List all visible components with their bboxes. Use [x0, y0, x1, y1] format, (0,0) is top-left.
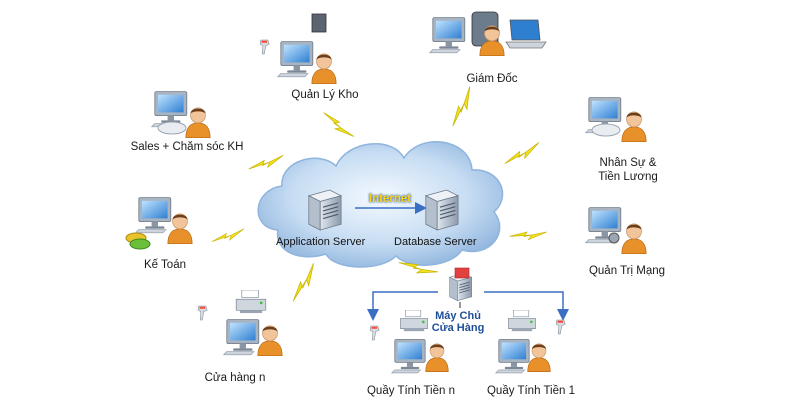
barcode-scanner-icon [369, 325, 380, 341]
node-network-admin [585, 207, 647, 254]
person-icon [621, 223, 647, 254]
barcode-scanner-icon [197, 305, 208, 321]
lightning-icon [441, 86, 482, 127]
phone-icon [157, 121, 187, 135]
database-server-label: Database Server [394, 236, 477, 248]
printer-icon [508, 310, 536, 332]
store-server-label-line2: Cửa Hàng [431, 322, 485, 334]
node-pos-1 [495, 310, 566, 374]
lightning-icon [211, 228, 245, 243]
label-director: Giám Đốc [466, 73, 518, 85]
computer-icon [277, 41, 314, 78]
lightning-icon [501, 142, 542, 165]
application-server-icon [308, 189, 342, 231]
person-icon [527, 343, 551, 372]
barcode-scanner-icon [259, 39, 270, 55]
node-inventory [259, 13, 337, 84]
label-network-admin: Quản Trị Mạng [588, 265, 666, 277]
printer-icon [235, 290, 267, 314]
phone-icon [591, 123, 621, 137]
card-reader-icon [311, 13, 327, 33]
person-icon [425, 343, 449, 372]
computer-icon [151, 91, 188, 128]
laptop-icon [509, 19, 541, 41]
person-icon [185, 107, 211, 138]
tools-icon [608, 232, 620, 244]
label-store-n: Cửa hàng n [204, 372, 266, 384]
person-icon [621, 111, 647, 142]
barcode-scanner-icon [555, 319, 566, 335]
application-server-label: Application Server [276, 236, 366, 248]
computer-icon [495, 339, 530, 374]
internet-cloud [257, 141, 504, 268]
label-inventory: Quản Lý Kho [291, 89, 359, 101]
lightning-icon [509, 222, 548, 246]
computer-icon [135, 197, 172, 234]
lightning-icon [282, 262, 325, 302]
node-accounting [125, 197, 193, 250]
label-hr: Nhân Sự & Tiền Lương [598, 157, 658, 183]
person-icon [257, 325, 283, 356]
person-icon [311, 53, 337, 84]
person-icon [167, 213, 193, 244]
node-sales [151, 91, 211, 138]
label-pos-n: Quầy Tính Tiền n [366, 385, 455, 397]
lightning-icon [323, 104, 355, 145]
internet-label: Internet [368, 193, 412, 205]
database-server-icon [425, 189, 459, 231]
node-director [429, 11, 547, 56]
node-store-n [197, 290, 283, 356]
computer-icon [429, 17, 466, 54]
store-server-label: Máy Chủ Cửa Hàng [418, 310, 498, 334]
label-accounting: Kế Toán [144, 259, 186, 271]
node-hr [585, 97, 647, 142]
label-pos-1: Quầy Tính Tiền 1 [486, 385, 575, 397]
store-server-label-line1: Máy Chủ [435, 310, 481, 322]
label-sales: Sales + Chăm sóc KH [130, 141, 244, 153]
computer-icon [391, 339, 426, 374]
store-server-links [367, 291, 569, 321]
node-store-server [449, 267, 473, 308]
computer-icon [223, 319, 260, 356]
lightning-icon [248, 154, 284, 170]
